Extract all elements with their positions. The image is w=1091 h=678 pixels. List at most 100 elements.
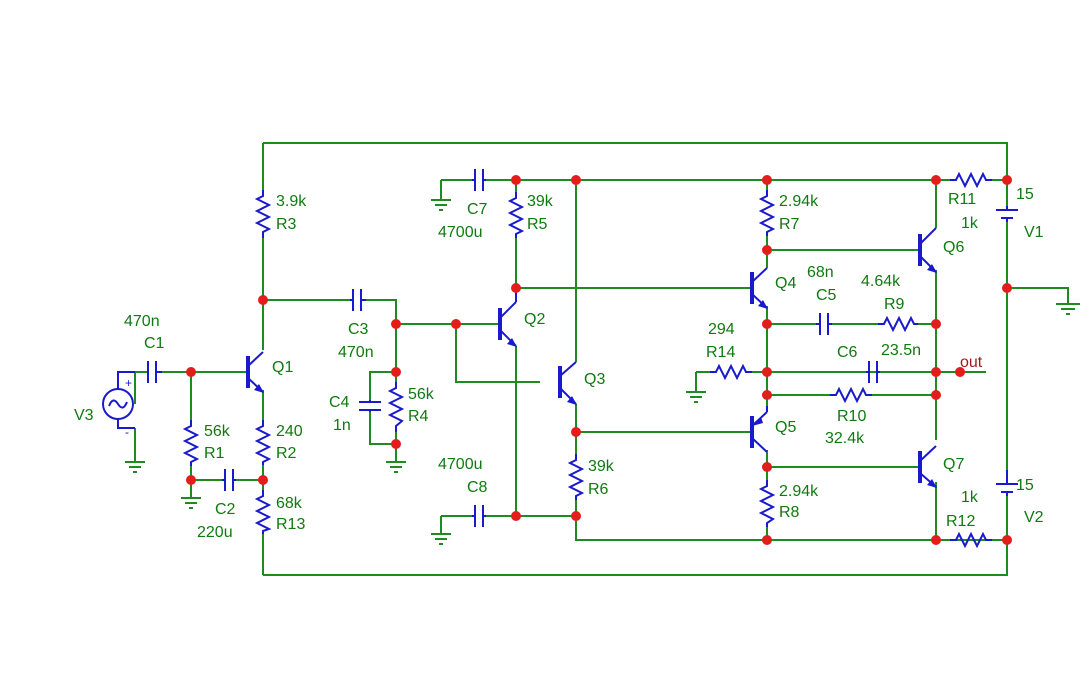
resistor-r12 bbox=[950, 531, 992, 549]
junction bbox=[1002, 283, 1012, 293]
capacitor-c1 bbox=[147, 361, 162, 383]
net-label-out: out bbox=[960, 354, 983, 371]
label-c3-name: C3 bbox=[348, 321, 369, 338]
transistor-q3 bbox=[558, 361, 577, 405]
label-r6-value: 39k bbox=[588, 458, 615, 475]
capacitor-c8 bbox=[472, 505, 486, 527]
label-v2-value: 15 bbox=[1016, 477, 1034, 494]
capacitor-c2 bbox=[222, 469, 236, 491]
label-r3-value: 3.9k bbox=[276, 193, 307, 210]
resistor-r3 bbox=[254, 190, 272, 238]
resistors bbox=[182, 171, 992, 549]
v3-minus-sign: - bbox=[125, 425, 129, 439]
junction bbox=[391, 367, 401, 377]
label-r4-value: 56k bbox=[408, 386, 435, 403]
junction bbox=[931, 367, 941, 377]
label-r5-value: 39k bbox=[527, 193, 554, 210]
label-c1-name: C1 bbox=[144, 335, 165, 352]
label-c5-value: 68n bbox=[807, 264, 834, 281]
resistor-r4 bbox=[387, 382, 405, 432]
junction bbox=[762, 367, 772, 377]
label-q1-name: Q1 bbox=[272, 359, 293, 376]
label-r2-name: R2 bbox=[276, 445, 297, 462]
ground-r1 bbox=[181, 497, 201, 509]
junction bbox=[186, 475, 196, 485]
junction bbox=[391, 439, 401, 449]
ground-c8 bbox=[431, 533, 451, 545]
resistor-r1 bbox=[182, 420, 200, 466]
transistor-q4 bbox=[750, 267, 768, 309]
resistor-r6 bbox=[567, 454, 585, 500]
capacitor-c5 bbox=[816, 313, 832, 335]
label-r1-value: 56k bbox=[204, 423, 231, 440]
resistor-r2 bbox=[254, 420, 272, 465]
label-c2-name: C2 bbox=[215, 501, 236, 518]
resistor-r8 bbox=[758, 480, 776, 527]
resistor-r5 bbox=[507, 192, 525, 238]
junction bbox=[762, 535, 772, 545]
label-c4-value: 1n bbox=[333, 417, 351, 434]
transistors bbox=[246, 227, 937, 488]
junctions bbox=[186, 175, 1012, 545]
label-v3-name: V3 bbox=[74, 407, 94, 424]
junction bbox=[762, 319, 772, 329]
label-r6-name: R6 bbox=[588, 481, 609, 498]
label-r5-name: R5 bbox=[527, 216, 548, 233]
label-c7-name: C7 bbox=[467, 201, 488, 218]
junction bbox=[931, 175, 941, 185]
ground-r4 bbox=[386, 461, 406, 473]
transistor-q2 bbox=[498, 288, 517, 347]
junction bbox=[762, 175, 772, 185]
label-c8-name: C8 bbox=[467, 479, 488, 496]
transistor-q7 bbox=[918, 445, 937, 488]
label-q6-name: Q6 bbox=[943, 239, 964, 256]
label-r10-value: 32.4k bbox=[825, 430, 865, 447]
resistor-r7 bbox=[758, 190, 776, 236]
label-r13-name: R13 bbox=[276, 516, 305, 533]
junction bbox=[762, 245, 772, 255]
label-r14-name: R14 bbox=[706, 344, 735, 361]
label-r1-name: R1 bbox=[204, 445, 225, 462]
label-r11-name: R11 bbox=[948, 191, 976, 208]
ground-v3 bbox=[125, 461, 145, 473]
label-q5-name: Q5 bbox=[775, 419, 796, 436]
label-c7-value: 4700u bbox=[438, 224, 483, 241]
resistor-r11 bbox=[950, 171, 992, 189]
sources bbox=[102, 206, 1018, 496]
ground-r14 bbox=[686, 391, 706, 403]
junction bbox=[762, 462, 772, 472]
junction bbox=[571, 175, 581, 185]
label-c8-value: 4700u bbox=[438, 456, 483, 473]
junction bbox=[931, 390, 941, 400]
label-r11-value: 1k bbox=[961, 215, 979, 232]
junction bbox=[931, 319, 941, 329]
transistor-q1 bbox=[246, 351, 264, 393]
label-c6-value: 23.5n bbox=[881, 342, 921, 359]
label-q7-name: Q7 bbox=[943, 456, 964, 473]
labels: 470n C1 Q1 V3 + - 3.9k R3 56k R1 240 R2 … bbox=[74, 186, 1044, 541]
label-r12-name: R12 bbox=[946, 513, 975, 530]
label-r7-value: 2.94k bbox=[779, 193, 819, 210]
junction bbox=[511, 175, 521, 185]
junction bbox=[258, 475, 268, 485]
resistor-r14 bbox=[710, 363, 752, 381]
label-r4-name: R4 bbox=[408, 408, 429, 425]
ground-symbols bbox=[125, 199, 1080, 545]
junction bbox=[1002, 535, 1012, 545]
resistor-r10 bbox=[830, 386, 872, 404]
label-r3-name: R3 bbox=[276, 216, 297, 233]
label-v1-value: 15 bbox=[1016, 186, 1034, 203]
label-c1-value: 470n bbox=[124, 313, 160, 330]
capacitor-c3 bbox=[350, 289, 366, 311]
battery-v2 bbox=[996, 470, 1018, 496]
label-c4-name: C4 bbox=[329, 394, 350, 411]
junction bbox=[391, 319, 401, 329]
ground-output bbox=[1056, 303, 1080, 315]
junction bbox=[511, 283, 521, 293]
label-v1-name: V1 bbox=[1024, 224, 1044, 241]
label-r12-value: 1k bbox=[961, 489, 979, 506]
junction bbox=[258, 295, 268, 305]
capacitors bbox=[147, 169, 880, 527]
label-r7-name: R7 bbox=[779, 216, 800, 233]
